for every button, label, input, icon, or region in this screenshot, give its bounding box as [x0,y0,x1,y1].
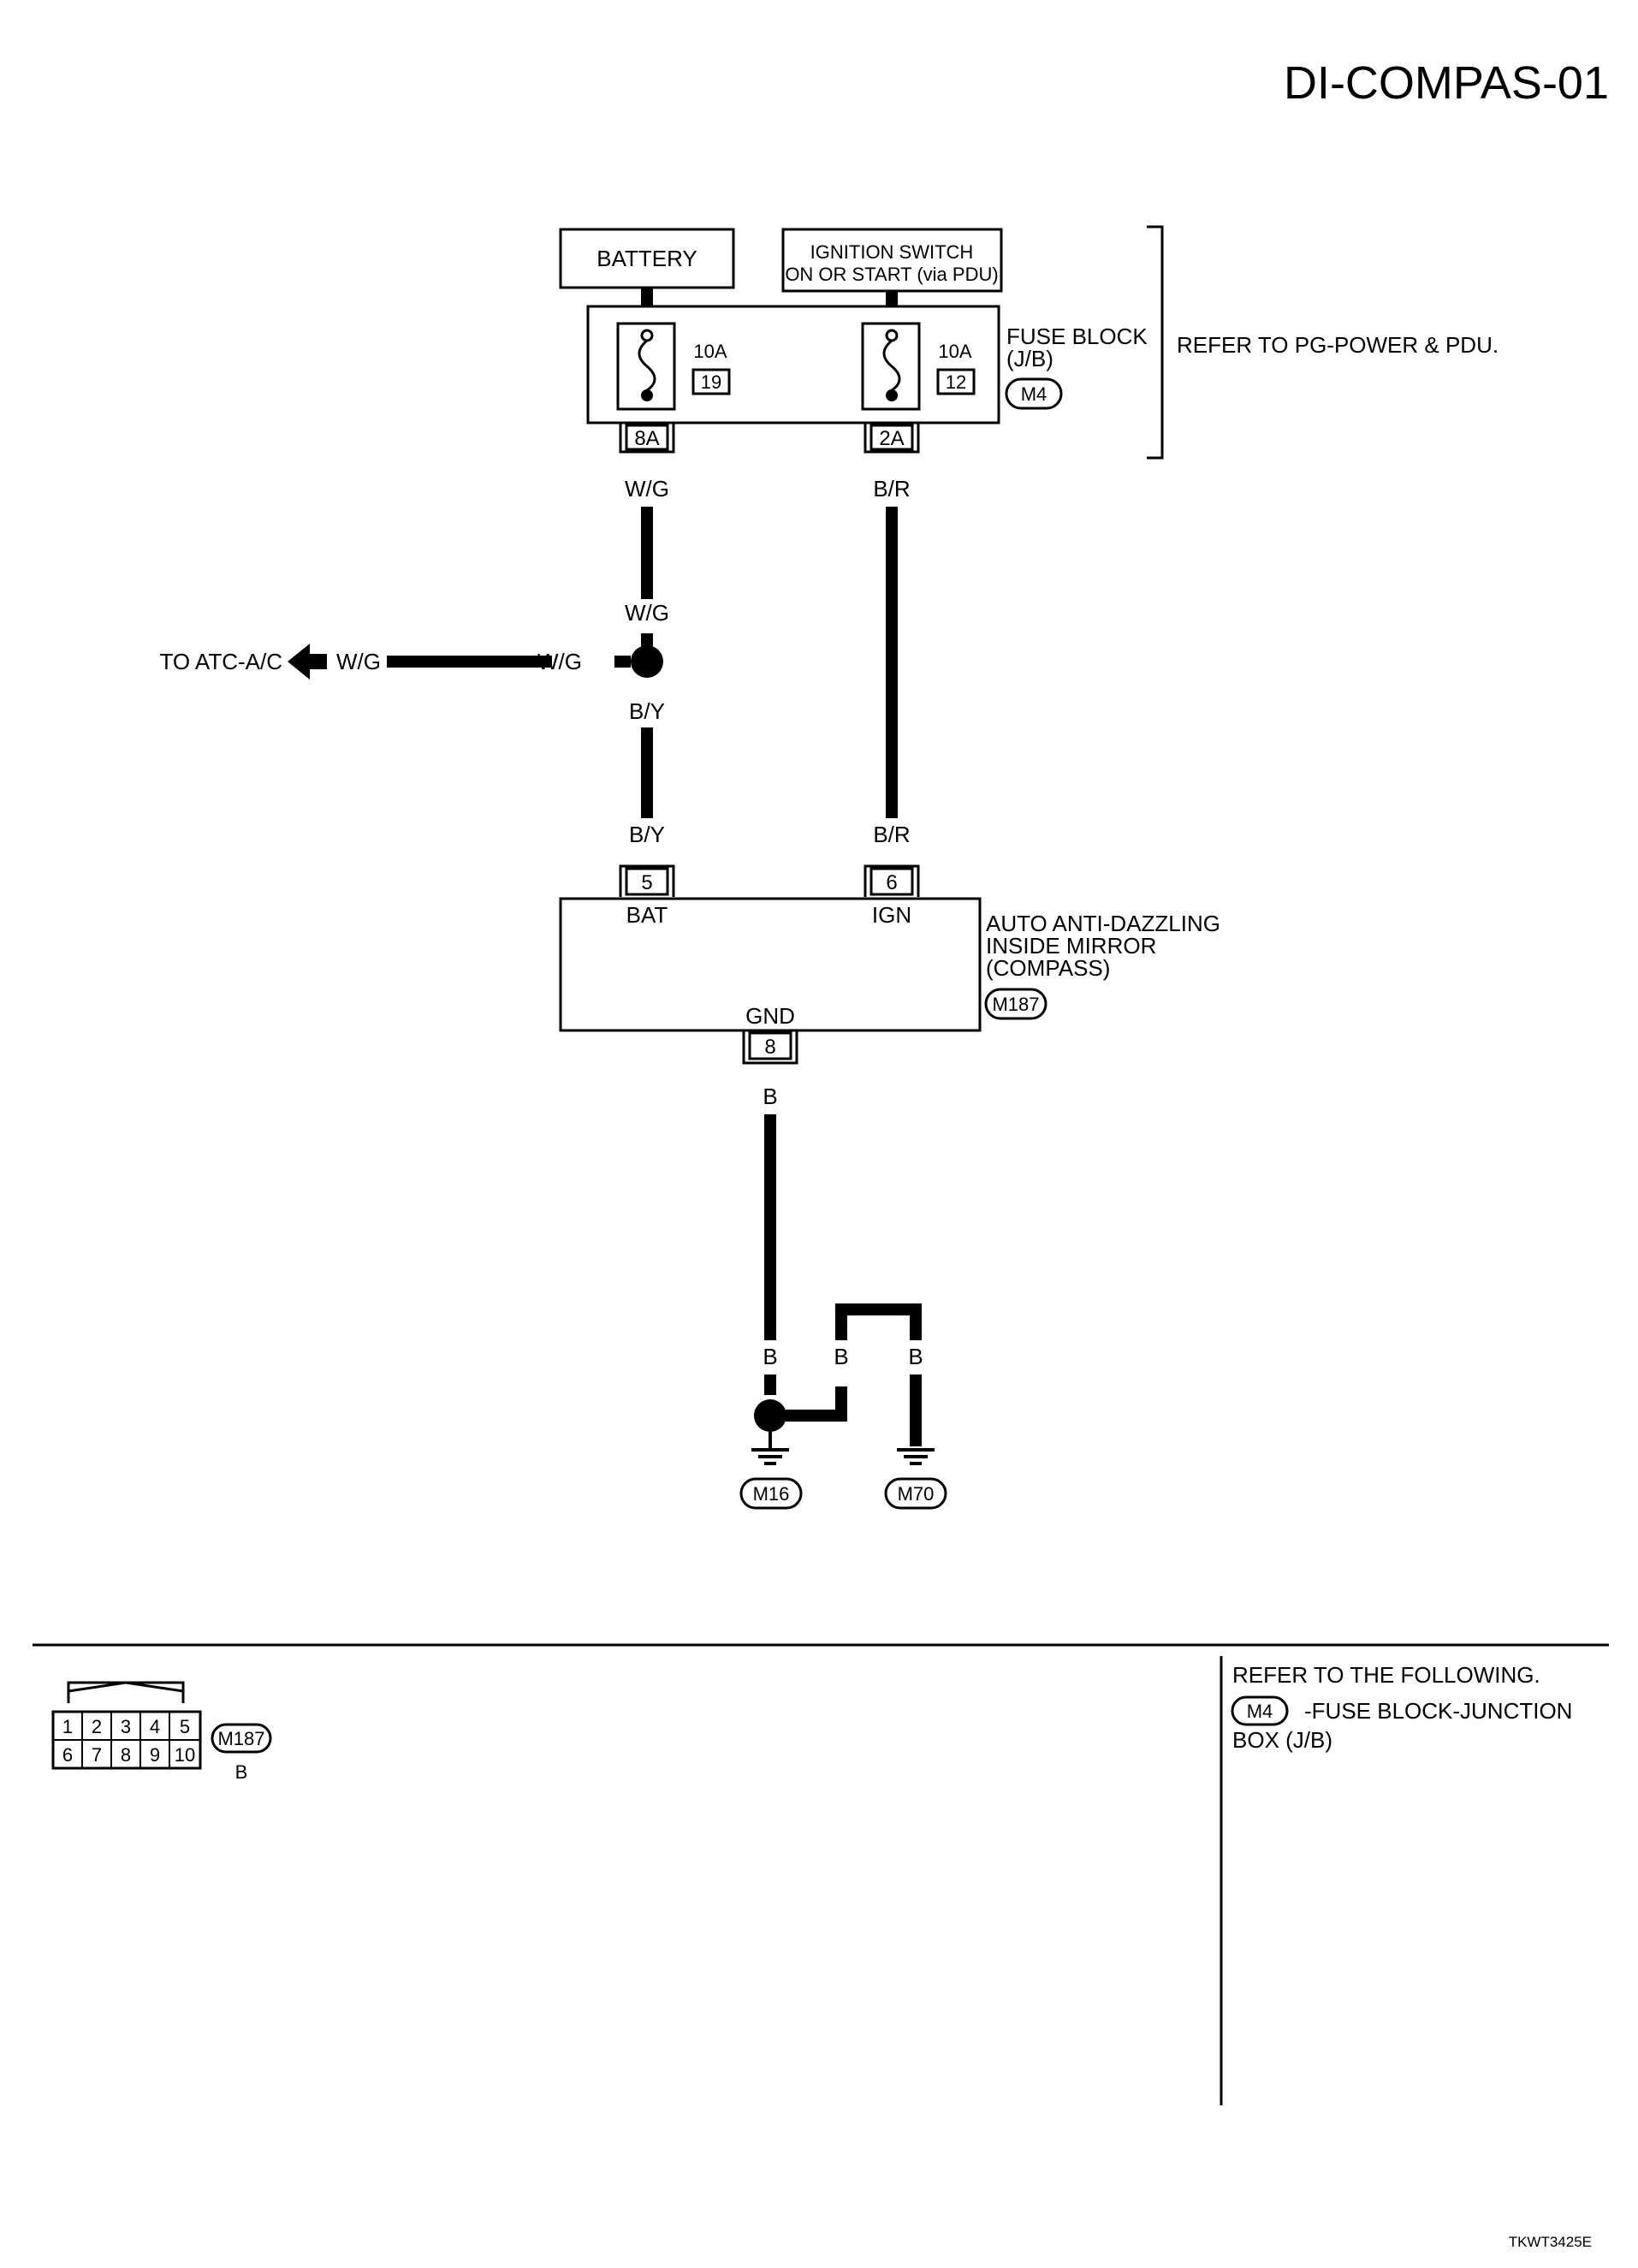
ground-m16-icon [751,1431,789,1465]
pin-5-label: 5 [641,871,652,894]
wire-color-b-ground2: B [908,1344,923,1369]
face-pin-7: 7 [92,1744,102,1766]
ground-m70-label: M70 [898,1483,935,1505]
ignition-switch-box [781,228,1003,293]
arrow-left-icon [288,644,327,680]
face-pin-5: 5 [180,1716,190,1737]
mirror-label-1: AUTO ANTI-DAZZLING [986,911,1220,936]
wire-color-wg-branch-left: W/G [336,649,381,674]
connector-face-color: B [235,1761,248,1783]
fuse-19: 10A 19 [616,322,731,411]
wire-color-wg-mid: W/G [625,600,669,626]
ground-m70-badge [884,1477,947,1510]
connector-face-m187: 1 2 3 4 5 6 7 8 9 10 [51,1681,202,1770]
to-atc-ac-label: TO ATC-A/C [160,649,283,674]
connector-m187-badge [984,988,1047,1020]
fuse-block-label-jb: (J/B) [1006,346,1053,371]
wire-color-b-top: B [763,1084,777,1109]
fuse-block-label: FUSE BLOCK [1006,324,1148,349]
mirror-label-3: (COMPASS) [986,955,1110,981]
battery-label: BATTERY [596,246,697,271]
connector-m4-badge [1005,377,1063,410]
pin-5-connector: 5 [619,864,675,897]
ground-m16-label: M16 [753,1483,790,1505]
wire-color-by-upper: B/Y [629,698,665,724]
ignition-switch-label-2: ON OR START (via PDU) [785,264,998,285]
reference-m4-desc-1: -FUSE BLOCK-JUNCTION [1304,1698,1572,1724]
face-pin-3: 3 [121,1716,131,1737]
wire-color-b-ground1: B [763,1344,777,1369]
terminal-8a: 8A [619,423,675,454]
face-pin-6: 6 [62,1744,73,1766]
ground-m16-badge [739,1477,803,1510]
fuse-12-rating: 10A [938,341,971,362]
wire-color-b-jumper: B [834,1344,848,1369]
reference-bracket [1147,225,1164,460]
pin-8-connector: 8 [742,1030,798,1065]
terminal-2a: 2A [864,423,920,454]
splice-point [631,645,663,678]
ignition-switch-label-1: IGNITION SWITCH [810,241,974,263]
reference-m4-label: M4 [1247,1701,1273,1722]
face-pin-2: 2 [92,1716,102,1737]
fuse-12-number: 12 [946,371,966,393]
wire-color-br-top: B/R [873,476,910,502]
fuse-block-box [586,305,1000,425]
face-pin-9: 9 [150,1744,160,1766]
fuse-19-number: 19 [701,371,721,393]
connector-m4-label: M4 [1021,383,1047,405]
pin-ign-function: IGN [872,902,911,928]
fuse-reference-note: REFER TO PG-POWER & PDU. [1177,332,1499,358]
pin-bat-function: BAT [626,902,668,928]
terminal-8a-label: 8A [634,427,659,450]
pin-6-connector: 6 [864,864,920,897]
mirror-unit-box [559,897,982,1032]
ground-splice [754,1399,786,1432]
connector-face-id: M187 [217,1728,264,1749]
face-pin-4: 4 [150,1716,160,1737]
fuse-19-rating: 10A [693,341,727,362]
mirror-label-2: INSIDE MIRROR [986,933,1156,959]
figure-code: TKWT3425E [1509,2234,1592,2250]
fuse-12: 10A 12 [861,322,976,411]
wire-color-by-lower: B/Y [629,822,665,847]
wire-color-wg-top: W/G [625,476,669,502]
wire-b-jumper-lower [786,1386,847,1422]
battery-box [559,228,735,289]
connector-face-badge [211,1723,272,1754]
wire-b-jumper-upper [835,1303,922,1340]
face-pin-10: 10 [175,1744,195,1766]
pin-gnd-function: GND [745,1003,795,1029]
wire-color-br-lower: B/R [873,822,910,847]
reference-heading: REFER TO THE FOLLOWING. [1232,1662,1540,1688]
diagram-title: DI-COMPAS-01 [1284,57,1609,109]
ground-m70-icon [897,1448,935,1465]
reference-m4-desc-2: BOX (J/B) [1232,1727,1332,1753]
terminal-2a-label: 2A [879,427,904,450]
face-pin-8: 8 [121,1744,131,1766]
face-pin-1: 1 [62,1716,73,1737]
pin-6-label: 6 [886,871,897,894]
reference-m4-badge [1231,1695,1289,1726]
connector-m187-label: M187 [992,994,1039,1015]
pin-8-label: 8 [764,1036,775,1059]
